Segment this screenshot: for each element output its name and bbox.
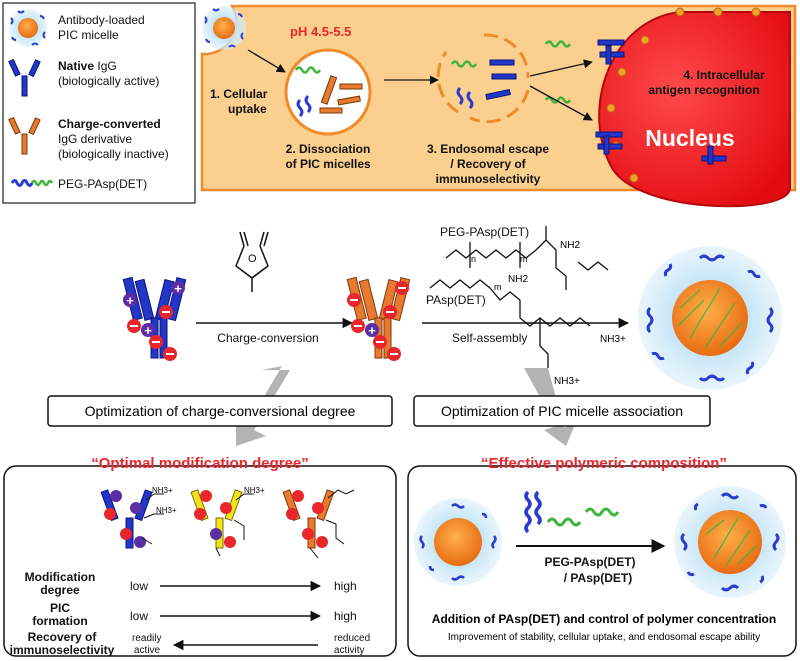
legend-native-line1: Native IgG <box>58 59 117 73</box>
step4-line2: antigen recognition <box>648 83 759 97</box>
nucleus-shape <box>598 11 791 208</box>
endosome-dissociation <box>284 48 372 136</box>
step1-line1: 1. Cellular <box>210 87 268 101</box>
row3-right-line1: reduced <box>334 633 370 644</box>
large-micelle <box>674 486 786 598</box>
row2-label-line1: PIC <box>50 601 70 615</box>
row2-label-line2: formation <box>32 614 87 628</box>
step3-line1: 3. Endosomal escape <box>427 142 549 156</box>
modified-igg-low <box>100 489 164 549</box>
step3-line3: immunoselectivity <box>436 172 541 186</box>
bottom-left-panel: “Optimal modification degree” <box>3 455 397 657</box>
svg-text:+: + <box>368 323 376 338</box>
self-assembly-label: Self-assembly <box>452 331 527 345</box>
polymer-icon <box>10 179 54 187</box>
legend-polymer-label: PEG-PAsp(DET) <box>58 177 147 191</box>
row2-right: high <box>334 609 357 623</box>
step2-line2: of PIC micelles <box>285 157 371 171</box>
converted-charge-markers: + <box>347 281 409 361</box>
legend-native-rest: IgG <box>94 59 117 73</box>
modified-igg-mid <box>190 489 254 557</box>
nh3-label-3: NH3+ <box>244 486 265 495</box>
entry-micelle <box>202 6 246 50</box>
row3-left-line1: readily <box>132 633 161 644</box>
row3-right-line2: activity <box>334 645 365 656</box>
right-optimization-label: Optimization of PIC micelle association <box>441 403 683 419</box>
small-micelle <box>414 498 502 586</box>
chem-nh3-2: NH3+ <box>554 376 580 387</box>
micelle-association-optimization-box <box>413 395 711 427</box>
citraconic-anhydride-structure: O <box>235 231 269 292</box>
step1-line2: uptake <box>228 102 267 116</box>
ph-label: pH 4.5-5.5 <box>290 24 351 39</box>
step2-line1: 2. Dissociation <box>286 142 371 156</box>
chem-nh3-1: NH3+ <box>600 334 626 345</box>
chem-nh2-1: NH2 <box>560 240 580 251</box>
legend-native-line2: (biologically active) <box>58 74 159 88</box>
row1-left: low <box>130 579 148 593</box>
assembled-micelle <box>638 246 782 390</box>
legend-native-bold: Native <box>58 59 94 73</box>
legend-micelle-line1: Antibody-loaded <box>58 13 145 27</box>
svg-text:+: + <box>126 293 134 308</box>
legend-micelle-line2: PIC micelle <box>58 28 119 42</box>
micelle-icon <box>9 9 47 47</box>
nucleus-label: Nucleus <box>645 125 734 151</box>
row2-left: low <box>130 609 148 623</box>
chem-nh2-2: NH2 <box>508 274 528 285</box>
bottom-right-panel: “Effective polymeric composition” PEG-PA… <box>407 455 797 657</box>
row3-left-line2: active <box>134 645 161 656</box>
step3-line2: / Recovery of <box>450 157 526 171</box>
nh3-label-1: NH3+ <box>152 486 173 495</box>
row3-label-line2: immunoselectivity <box>10 643 115 657</box>
left-optimization-label: Optimization of charge-conversional degr… <box>85 403 356 419</box>
converted-igg-icon <box>8 116 41 155</box>
legend-converted-line1: Charge-converted <box>58 117 161 131</box>
arrow-label-line2: / PAsp(DET) <box>564 571 632 585</box>
optimal-modification-title: “Optimal modification degree” <box>91 455 309 472</box>
free-igg-group <box>595 39 727 165</box>
nuclear-pores <box>606 7 761 183</box>
native-igg-charged: + + + <box>122 276 187 361</box>
legend-box: Antibody-loaded PIC micelle Native IgG (… <box>2 2 196 204</box>
polymer-chemical-structures <box>429 226 609 368</box>
composition-caption: Improvement of stability, cellular uptak… <box>448 632 760 643</box>
row3-label-line1: Recovery of <box>28 630 98 644</box>
chem-m-sub: m <box>520 254 528 264</box>
cell-pathway: Nucleus 1. Cellular uptake pH 4.5-5.5 <box>200 4 797 208</box>
step4-line1: 4. Intracellular <box>683 68 765 82</box>
peg-paspdet-label: PEG-PAsp(DET) <box>440 225 529 239</box>
charge-conversion-optimization-box <box>47 395 393 427</box>
svg-text:+: + <box>174 281 182 296</box>
modified-igg-high <box>282 489 355 559</box>
row1-right: high <box>334 579 357 593</box>
effective-composition-title: “Effective polymeric composition” <box>481 455 727 472</box>
charge-markers: + + + <box>123 281 185 361</box>
nh3-label-2: NH3+ <box>156 506 177 515</box>
charge-conversion-label: Charge-conversion <box>217 331 318 345</box>
row1-label-line1: Modification <box>25 570 96 584</box>
legend-converted-line2: IgG derivative <box>58 132 132 146</box>
anhydride-o: O <box>248 253 257 265</box>
chem-n-sub: n <box>471 254 476 264</box>
arrow-label-line1: PEG-PAsp(DET) <box>544 555 635 569</box>
converted-igg-charged: + <box>346 276 411 361</box>
paspdet-label: PAsp(DET) <box>426 293 486 307</box>
row1-label-line2: degree <box>40 583 80 597</box>
polymer-chains <box>524 490 620 534</box>
endosome-escape <box>436 33 530 124</box>
svg-text:+: + <box>144 323 152 338</box>
legend-converted-line3: (biologically inactive) <box>58 147 169 161</box>
chem-m-sub-2: m <box>494 282 502 292</box>
composition-caption-bold: Addition of PAsp(DET) and control of pol… <box>432 612 776 626</box>
native-igg-icon <box>8 58 41 97</box>
